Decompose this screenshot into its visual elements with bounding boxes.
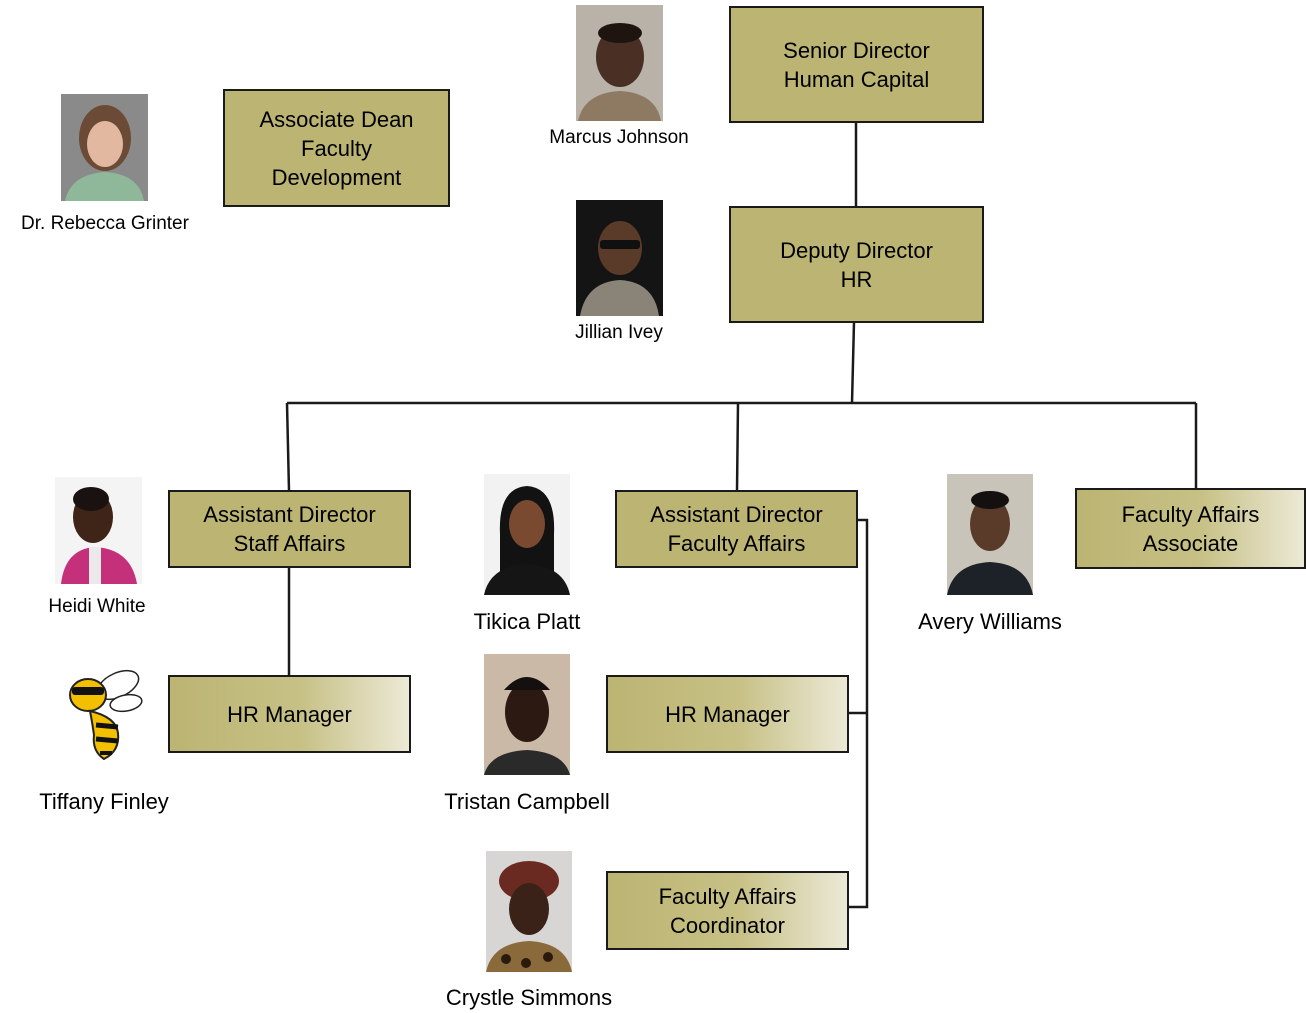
box-line: Associate Dean	[259, 106, 414, 132]
box-senior-director: Senior Director Human Capital	[729, 6, 984, 123]
photo-tristan-campbell	[484, 654, 570, 775]
name-avery-williams: Avery Williams	[918, 609, 1062, 634]
box-line: HR Manager	[665, 701, 790, 727]
box-line: Deputy Director	[780, 237, 933, 263]
box-line: Faculty Affairs	[658, 883, 797, 909]
box-asst-director-staff-affairs: Assistant Director Staff Affairs	[168, 490, 411, 568]
box-faculty-affairs-coordinator: Faculty Affairs Coordinator	[606, 871, 849, 950]
connector-to-faculty-affairs	[735, 402, 740, 492]
name-tiffany-finley: Tiffany Finley	[39, 789, 169, 814]
box-asst-director-faculty-affairs: Assistant Director Faculty Affairs	[615, 490, 858, 568]
box-line: Assistant Director	[650, 502, 823, 527]
photo-heidi-white	[55, 477, 142, 584]
box-line: Human Capital	[783, 66, 930, 92]
box-deputy-director: Deputy Director HR	[729, 206, 984, 323]
name-crystle-simmons: Crystle Simmons	[445, 985, 613, 1010]
box-line: Faculty	[301, 135, 372, 161]
box-faculty-affairs-associate: Faculty Affairs Associate	[1075, 488, 1306, 569]
box-line: HR	[840, 266, 873, 292]
box-line: Senior Director	[783, 37, 930, 63]
box-hr-manager-staff: HR Manager	[168, 675, 411, 753]
box-line: Development	[271, 164, 402, 190]
name-rebecca-grinter: Dr. Rebecca Grinter	[21, 213, 189, 234]
name-tikica-platt: Tikica Platt	[473, 609, 581, 634]
name-marcus-johnson: Marcus Johnson	[549, 127, 689, 148]
box-associate-dean: Associate Dean Faculty Development	[223, 89, 450, 207]
connector-deputy-down	[850, 321, 856, 404]
photo-avery-williams	[947, 474, 1033, 595]
name-jillian-ivey: Jillian Ivey	[575, 322, 663, 343]
photo-tikica-platt	[484, 474, 570, 595]
box-line: Staff Affairs	[233, 531, 346, 556]
photo-rebecca-grinter	[61, 94, 148, 201]
photo-jillian-ivey	[576, 200, 663, 316]
photo-tiffany-finley-mascot	[56, 655, 148, 765]
box-hr-manager-faculty: HR Manager	[606, 675, 849, 753]
box-line: HR Manager	[227, 701, 352, 727]
box-line: Faculty Affairs	[667, 531, 806, 556]
box-line: Coordinator	[670, 912, 785, 938]
connector-to-staff-affairs	[285, 402, 291, 492]
photo-marcus-johnson	[576, 5, 663, 121]
box-line: Associate	[1142, 530, 1239, 556]
box-line: Assistant Director	[203, 502, 376, 527]
photo-crystle-simmons	[486, 851, 572, 972]
name-heidi-white: Heidi White	[48, 596, 146, 617]
box-line: Faculty Affairs	[1121, 501, 1260, 527]
name-tristan-campbell: Tristan Campbell	[444, 789, 610, 814]
